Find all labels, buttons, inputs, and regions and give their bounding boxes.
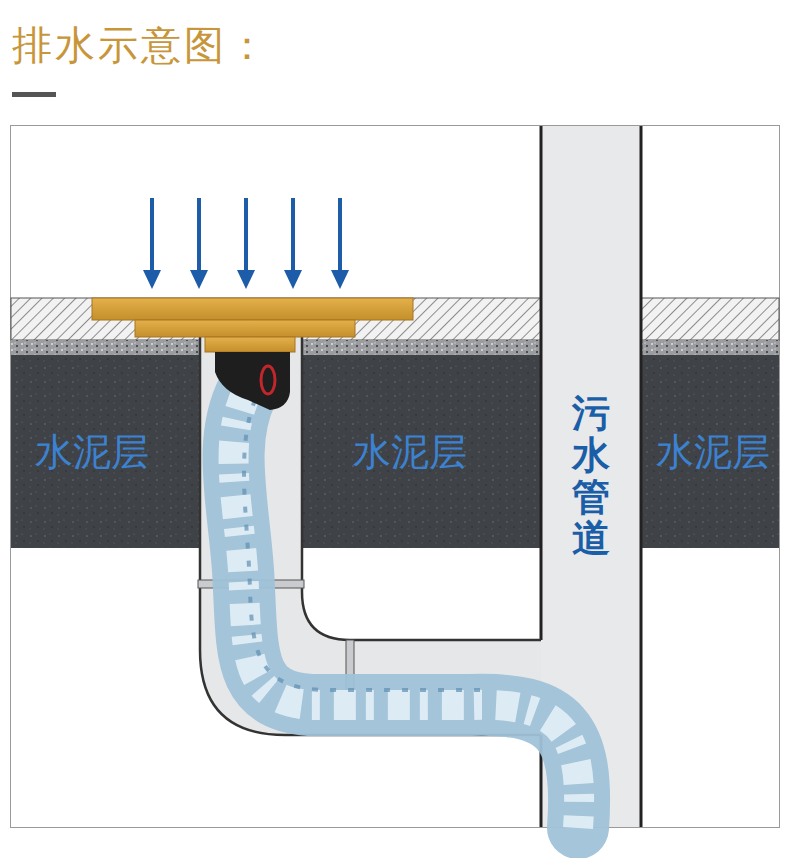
frame	[11, 126, 780, 828]
layer-label: 水泥层	[35, 427, 149, 478]
water-ripple	[244, 400, 480, 690]
tile-layer	[11, 298, 779, 340]
water-flow	[234, 390, 580, 828]
drain-plate	[92, 298, 413, 320]
sewer-pipe-label-area: 污水管道	[540, 126, 642, 827]
diagram-title: 排水示意图：	[12, 18, 270, 73]
sewer-wall	[540, 126, 543, 640]
sewer-wall	[640, 126, 643, 827]
heading-dash	[12, 92, 56, 97]
layer-label: 水泥层	[656, 427, 770, 478]
gravel-layer	[11, 340, 779, 355]
pipe-label: 污水管道	[572, 393, 610, 560]
cement-layer	[11, 355, 779, 548]
drain-body	[135, 320, 355, 337]
water-highlight	[234, 390, 580, 828]
pipe-wall	[302, 337, 541, 640]
valve-seal	[261, 366, 275, 394]
flow-arrows	[143, 198, 349, 289]
drain-neck	[205, 337, 295, 352]
drain-valve	[215, 352, 290, 410]
layer-label: 水泥层	[353, 427, 467, 478]
